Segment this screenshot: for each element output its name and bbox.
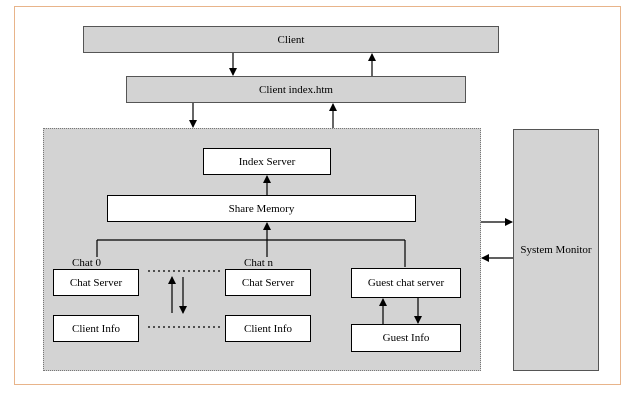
client-info-0-box: Client Info xyxy=(53,315,139,342)
guest-chat-server-label: Guest chat server xyxy=(367,277,445,289)
index-server-label: Index Server xyxy=(238,155,296,168)
chat-server-0-box: Chat Server xyxy=(53,269,139,296)
chat-server-n-box: Chat Server xyxy=(225,269,311,296)
client-info-n-box: Client Info xyxy=(225,315,311,342)
client-info-n-label: Client Info xyxy=(244,322,292,335)
chat-server-n-label: Chat Server xyxy=(241,276,295,289)
client-info-0-label: Client Info xyxy=(72,322,120,335)
guest-info-label: Guest Info xyxy=(382,332,430,344)
chat-0-label: Chat 0 xyxy=(72,257,102,269)
client-box: Client xyxy=(83,26,499,53)
system-monitor-label: System Monitor xyxy=(520,244,592,256)
client-index-label: Client index.htm xyxy=(259,83,333,96)
guest-chat-server-box: Guest chat server xyxy=(351,268,461,298)
chat-server-0-label: Chat Server xyxy=(69,276,123,289)
index-server-box: Index Server xyxy=(203,148,331,175)
share-memory-box: Share Memory xyxy=(107,195,416,222)
chat-n-label: Chat n xyxy=(244,257,274,269)
client-label: Client xyxy=(277,33,305,46)
client-index-box: Client index.htm xyxy=(126,76,466,103)
diagram-frame xyxy=(14,6,621,385)
share-memory-label: Share Memory xyxy=(228,202,295,215)
system-monitor-box: System Monitor xyxy=(513,129,599,371)
guest-info-box: Guest Info xyxy=(351,324,461,352)
